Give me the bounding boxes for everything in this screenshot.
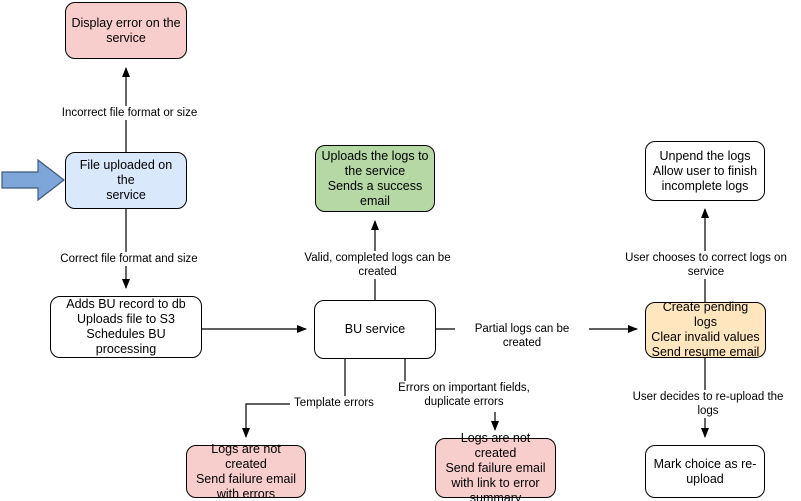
edge-label-user-decides-to-re-upload-the-logs: User decides to re-upload the logs [620,390,796,418]
node-mark-choice-as-re-upload[interactable]: Mark choice as re- upload [645,445,765,498]
node-unpend-the-logs[interactable]: Unpend the logs Allow user to finish inc… [645,141,765,201]
connector-bu-service-to-logs-not-created-summary [404,359,499,431]
node-uploads-the-logs-to-the-service[interactable]: Uploads the logs to the service Sends a … [315,145,435,212]
edge-label-partial-logs-can-be-created: Partial logs can be created [455,322,589,350]
edge-label-incorrect-file-format-or-size: Incorrect file format or size [55,106,204,120]
node-adds-bu-record-to-db[interactable]: Adds BU record to db Uploads file to S3 … [50,296,202,358]
entry-arrow-icon [1,158,65,202]
node-logs-not-created-with-link-to-error-summary[interactable]: Logs are not created Send failure email … [435,431,556,501]
edge-label-errors-on-important-fields: Errors on important fields, duplicate er… [392,381,536,409]
node-create-pending-logs[interactable]: Create pending logs Clear invalid values… [645,300,766,359]
node-display-error[interactable]: Display error on the service [65,2,187,59]
node-logs-not-created-with-errors[interactable]: Logs are not created Send failure email … [186,442,306,501]
edge-label-template-errors: Template errors [290,396,378,410]
edge-label-user-chooses-to-correct-logs-on-service: User chooses to correct logs on service [608,251,801,279]
node-file-uploaded-on-the-service[interactable]: File uploaded on the service [65,152,187,209]
node-bu-service[interactable]: BU service [314,300,436,359]
edge-label-correct-file-format-and-size: Correct file format and size [57,252,201,266]
edge-label-valid-completed-logs-can-be-created: Valid, completed logs can be created [283,251,472,279]
